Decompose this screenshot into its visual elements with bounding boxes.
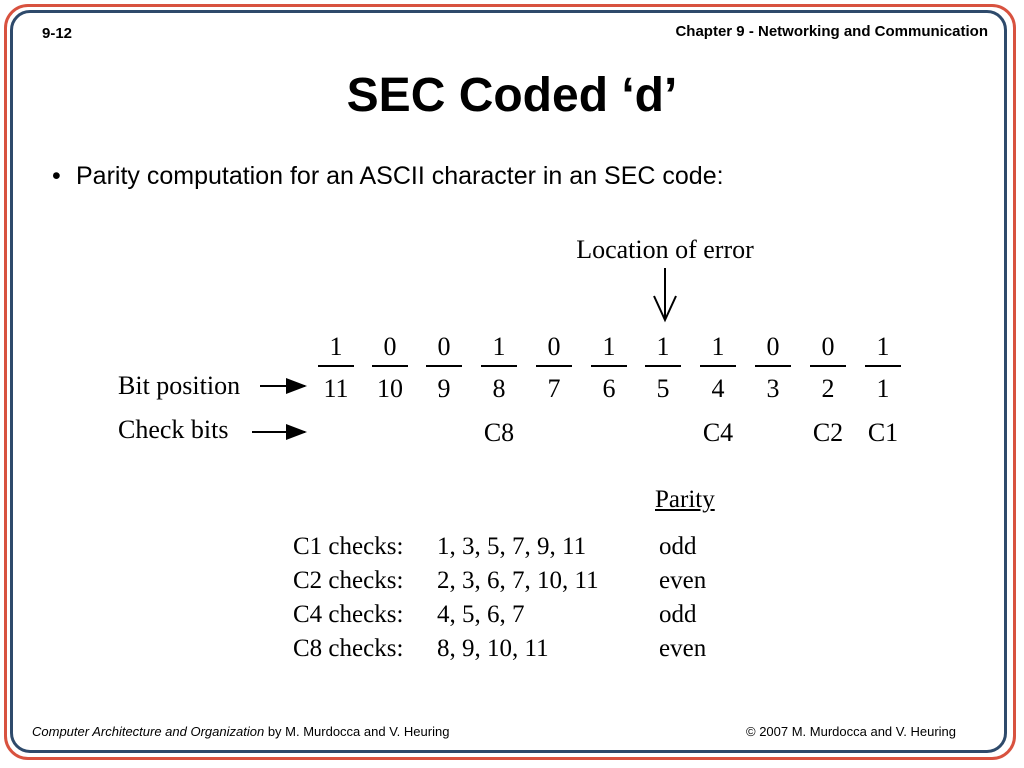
bit-position-number: 10	[377, 374, 403, 403]
check-bit-label: C1	[868, 418, 898, 447]
check-bit-label: C8	[484, 418, 514, 447]
bit-value: 0	[384, 332, 397, 361]
bit-position-arrow-icon	[260, 378, 307, 394]
parity-check-bits: 8, 9, 10, 11	[437, 635, 549, 662]
bit-position-number: 1	[877, 374, 890, 403]
parity-row: C1 checks: 1, 3, 5, 7, 9, 11 odd	[293, 530, 706, 564]
bit-value: 0	[438, 332, 451, 361]
bit-position-number: 2	[822, 374, 835, 403]
parity-row: C2 checks: 2, 3, 6, 7, 10, 11 even	[293, 564, 706, 598]
bit-position-number: 11	[323, 374, 348, 403]
footer-copyright: © 2007 M. Murdocca and V. Heuring	[746, 724, 956, 739]
bit-position-number: 9	[438, 374, 451, 403]
parity-check-label: C1 checks:	[293, 533, 404, 560]
bit-value: 0	[767, 332, 780, 361]
bit-value: 1	[493, 332, 506, 361]
slide-number: 9-12	[42, 25, 73, 42]
error-location-label: Location of error	[576, 235, 754, 264]
bit-position-number: 8	[493, 374, 506, 403]
check-bits-label: Check bits	[118, 415, 229, 444]
parity-check-label: C8 checks:	[293, 635, 404, 662]
bit-position-number: 7	[548, 374, 561, 403]
bit-value: 1	[877, 332, 890, 361]
bullet-item: • Parity computation for an ASCII charact…	[52, 162, 724, 191]
parity-check-bits: 4, 5, 6, 7	[437, 601, 525, 628]
parity-type: odd	[659, 533, 697, 560]
error-arrow-icon	[653, 268, 677, 323]
footer-book-title: Computer Architecture and Organization	[32, 724, 265, 739]
inner-frame	[10, 10, 1007, 753]
bit-position-label: Bit position	[118, 371, 240, 400]
bullet-dot-icon: •	[52, 162, 61, 190]
bit-position-number: 3	[767, 374, 780, 403]
parity-check-bits: 2, 3, 6, 7, 10, 11	[437, 567, 599, 594]
check-bit-label: C2	[813, 418, 843, 447]
bit-value: 1	[330, 332, 343, 361]
bit-position-number: 6	[603, 374, 616, 403]
slide-title: SEC Coded ‘d’	[346, 69, 678, 122]
outer-frame	[4, 4, 1016, 760]
parity-heading: Parity	[655, 486, 715, 513]
parity-check-bits: 1, 3, 5, 7, 9, 11	[437, 533, 587, 560]
bit-value: 0	[548, 332, 561, 361]
parity-row: C4 checks: 4, 5, 6, 7 odd	[293, 598, 706, 632]
bit-value: 0	[822, 332, 835, 361]
footer-authors: by M. Murdocca and V. Heuring	[264, 724, 450, 739]
check-bits-arrow-icon	[252, 424, 307, 440]
bit-position-number: 5	[657, 374, 670, 403]
parity-type: even	[659, 635, 707, 662]
bullet-text: Parity computation for an ASCII characte…	[76, 162, 724, 190]
bit-value: 1	[603, 332, 616, 361]
chapter-title: Chapter 9 - Networking and Communication	[675, 23, 988, 40]
parity-row: C8 checks: 8, 9, 10, 11 even	[293, 632, 706, 666]
parity-check-label: C2 checks:	[293, 567, 404, 594]
footer-book: Computer Architecture and Organization b…	[32, 724, 449, 739]
parity-type: odd	[659, 601, 697, 628]
bit-value: 1	[712, 332, 725, 361]
check-bit-label: C4	[703, 418, 733, 447]
bit-value: 1	[657, 332, 670, 361]
bit-position-number: 4	[712, 374, 725, 403]
parity-type: even	[659, 567, 707, 594]
parity-check-label: C4 checks:	[293, 601, 404, 628]
parity-table: C1 checks: 1, 3, 5, 7, 9, 11 odd C2 checks:…	[293, 530, 706, 666]
